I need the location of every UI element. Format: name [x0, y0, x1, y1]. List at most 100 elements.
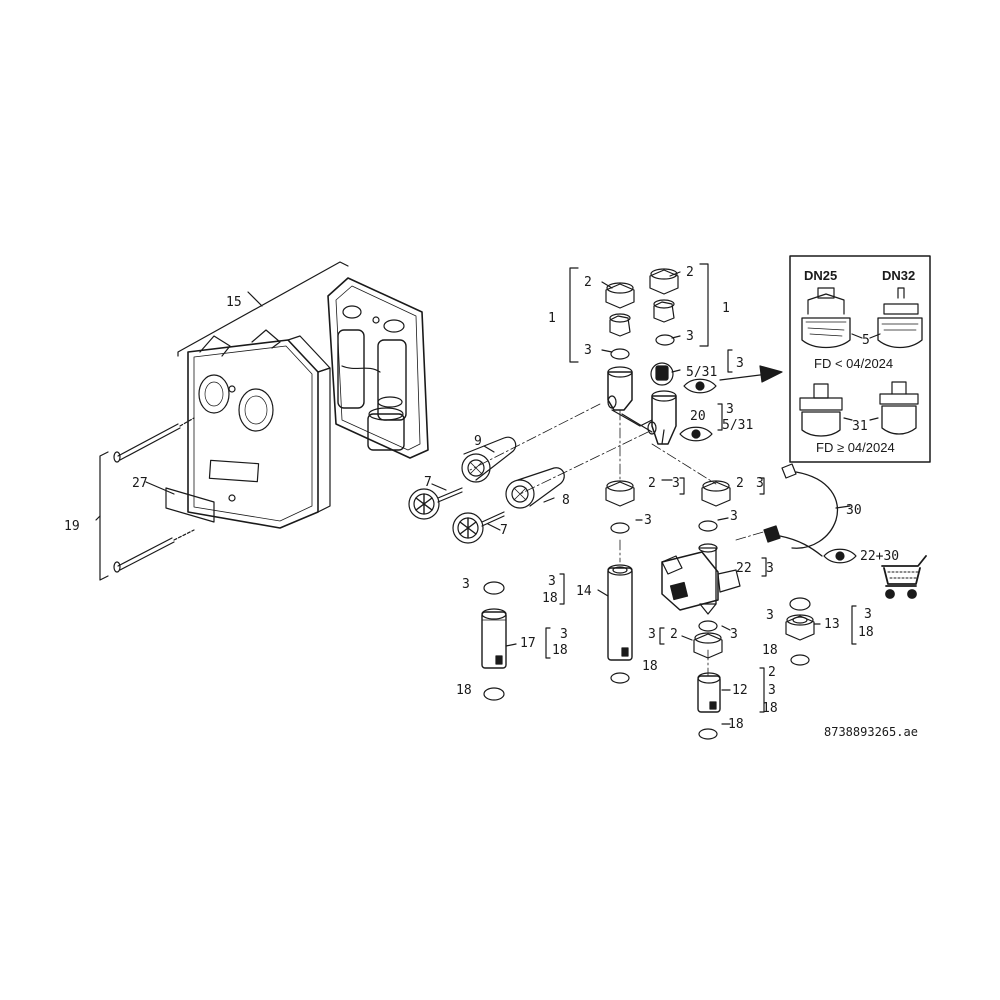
eye-icon: [683, 378, 717, 394]
document-code: 8738893265.ae: [824, 725, 918, 739]
adapter-nipple-13: [785, 614, 815, 641]
seal-ring: [610, 522, 630, 534]
label-part-22: 22: [736, 561, 752, 576]
label-part-18: 18: [542, 591, 558, 606]
nipple-right: [653, 299, 675, 323]
union-nut: [605, 480, 635, 507]
label-part-3: 3: [730, 627, 738, 642]
label-part-3: 3: [584, 343, 592, 358]
label-part-18: 18: [456, 683, 472, 698]
insulation-front-cover: [187, 329, 331, 529]
valve-body-assembly: [607, 366, 677, 445]
label-part-3: 3: [756, 476, 764, 491]
label-part-18: 18: [552, 643, 568, 658]
label-part-3: 3: [730, 509, 738, 524]
check-valve-inset-box: [789, 255, 931, 463]
label-part-3: 3: [648, 627, 656, 642]
seal-ring: [698, 520, 718, 532]
inset-fd-before: FD < 04/2024: [814, 356, 893, 371]
label-part-18: 18: [642, 659, 658, 674]
label-part-12: 12: [732, 683, 748, 698]
callout-bracket-19: [99, 451, 109, 581]
assembly-axis-lines: [469, 403, 771, 677]
label-part-3: 3: [462, 577, 470, 592]
gasket: [698, 728, 718, 740]
label-part-2: 2: [768, 665, 776, 680]
pump-cable-connector: [763, 525, 823, 557]
inset-dn32: DN32: [882, 268, 915, 283]
label-part-18: 18: [762, 701, 778, 716]
label-part-1-right: 1: [722, 301, 730, 316]
inset-label-5: 5: [862, 333, 870, 348]
inset-label-31: 31: [852, 419, 868, 434]
label-part-18: 18: [858, 625, 874, 640]
label-part-3: 3: [726, 402, 734, 417]
label-part-17: 17: [520, 636, 536, 651]
label-part-3: 3: [686, 329, 694, 344]
callout-bracket-17: [545, 627, 551, 659]
seal-ring: [789, 597, 811, 611]
spacer-pipe-14: [607, 564, 633, 661]
label-part-14: 14: [576, 584, 592, 599]
callout-bracket-pump: [761, 557, 767, 577]
label-part-27: 27: [132, 476, 148, 491]
sensor-cable-30: [781, 463, 851, 549]
label-part-3: 3: [560, 627, 568, 642]
union-nut-left: [605, 282, 635, 309]
shopping-cart-icon: [881, 555, 927, 599]
label-part-20: 20: [690, 409, 706, 424]
arrow-right-icon: [719, 365, 783, 383]
union-nut-right: [649, 268, 679, 295]
label-part-18: 18: [728, 717, 744, 732]
eye-icon: [679, 426, 713, 442]
label-part-19: 19: [64, 519, 80, 534]
label-part-22-30: 22+30: [860, 549, 899, 564]
label-part-30: 30: [846, 503, 862, 518]
label-part-5-31: 5/31: [722, 418, 753, 433]
thermometer-handle-top: [408, 487, 463, 520]
label-part-3: 3: [766, 608, 774, 623]
label-part-3: 3: [864, 607, 872, 622]
label-part-15: 15: [226, 295, 242, 310]
circulation-pump: [661, 543, 741, 615]
check-valve-new-dn25: [799, 383, 843, 437]
check-valve: [650, 362, 674, 386]
gasket: [610, 672, 630, 684]
inset-dn25: DN25: [804, 268, 837, 283]
union-nut: [701, 480, 731, 507]
gasket: [483, 687, 505, 701]
spacer-pipe-17: [481, 608, 507, 669]
callout-bracket-1-left: [569, 267, 579, 363]
eye-icon: [823, 548, 857, 564]
label-part-7: 7: [500, 523, 508, 538]
gasket: [790, 654, 810, 666]
label-part-1-left: 1: [548, 311, 556, 326]
union-nut: [693, 632, 723, 659]
label-part-2: 2: [686, 265, 694, 280]
mounting-screw-top: [113, 417, 195, 463]
label-part-2: 2: [670, 627, 678, 642]
label-part-2: 2: [736, 476, 744, 491]
label-part-3: 3: [644, 513, 652, 528]
label-part-13: 13: [824, 617, 840, 632]
callout-line-15: [177, 261, 349, 357]
callout-bracket-14: [559, 573, 565, 605]
mounting-screw-bottom: [113, 529, 195, 573]
seal-ring: [655, 334, 675, 346]
check-valve-new-dn32: [879, 381, 919, 435]
part-labels: 15 19 27 1 1 2 2 3 3 5/31 3 20 3 5/31 9 …: [64, 265, 918, 739]
callout-bracket-1-right: [699, 263, 709, 347]
callout-bracket-12: [759, 667, 765, 713]
inset-fd-after: FD ≥ 04/2024: [816, 440, 895, 455]
label-part-9: 9: [474, 434, 482, 449]
label-part-2: 2: [584, 275, 592, 290]
seal-ring: [698, 620, 718, 632]
insulation-back-shell: [327, 277, 429, 459]
label-part-2: 2: [648, 476, 656, 491]
thermometer-handle-bottom: [452, 511, 505, 544]
label-part-7: 7: [424, 475, 432, 490]
nipple-left: [609, 313, 631, 337]
label-part-3: 3: [766, 561, 774, 576]
thermometer-sleeve-8: [505, 467, 565, 509]
seal-ring: [610, 348, 630, 360]
